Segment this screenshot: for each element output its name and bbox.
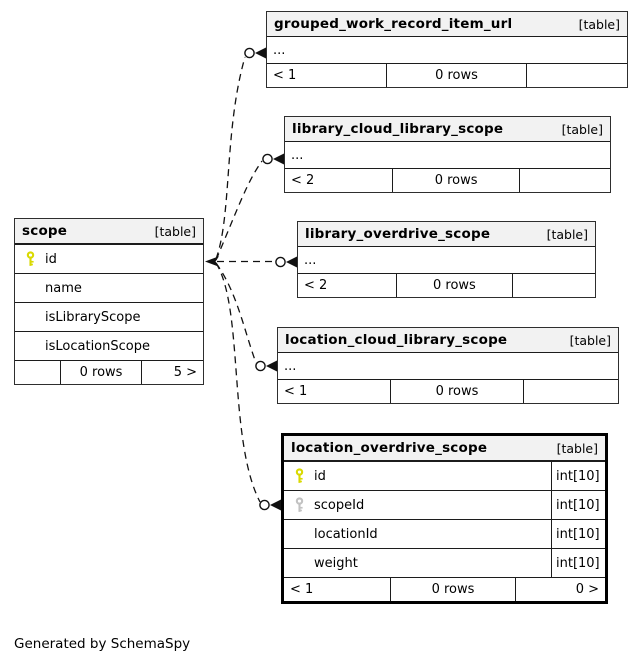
table-header: location_cloud_library_scope [table] bbox=[278, 328, 618, 353]
footer-children: 0 > bbox=[515, 578, 605, 601]
footer-parents: < 2 bbox=[291, 173, 315, 188]
table-footer: < 1 0 rows 0 > bbox=[284, 577, 605, 601]
table-badge: [table] bbox=[556, 440, 598, 456]
column-name: name bbox=[45, 280, 82, 296]
collapsed-columns-row: ... bbox=[304, 252, 317, 268]
footer-parents: < 2 bbox=[304, 278, 328, 293]
table-library_overdrive_scope[interactable]: library_overdrive_scope [table] ... < 2 … bbox=[297, 221, 596, 298]
collapsed-columns-row: ... bbox=[291, 147, 304, 163]
column-row: isLibraryScope bbox=[15, 302, 203, 331]
footer-rowcount: 0 rows bbox=[396, 274, 512, 297]
column-type: int[10] bbox=[551, 549, 605, 577]
footer-parents: < 1 bbox=[284, 384, 308, 399]
column-row: id bbox=[15, 244, 203, 273]
footer-rowcount: 0 rows bbox=[392, 169, 519, 192]
collapsed-columns-row: ... bbox=[273, 42, 286, 58]
footer-parents bbox=[15, 361, 60, 384]
relationship-scope-location_cloud_library_scope bbox=[215, 262, 257, 364]
column-name: scopeId bbox=[314, 497, 365, 513]
arrowhead-into-scope bbox=[205, 256, 219, 267]
table-name[interactable]: library_overdrive_scope bbox=[305, 226, 491, 242]
table-badge: [table] bbox=[154, 223, 196, 239]
relationship-scope-location_overdrive_scope bbox=[215, 262, 261, 503]
table-header: library_cloud_library_scope [table] bbox=[285, 117, 610, 142]
column-row: locationId int[10] bbox=[284, 519, 605, 548]
table-name[interactable]: location_overdrive_scope bbox=[291, 440, 488, 456]
table-location_cloud_library_scope[interactable]: location_cloud_library_scope [table] ...… bbox=[277, 327, 619, 404]
footer-rowcount: 0 rows bbox=[385, 64, 526, 87]
table-name[interactable]: scope bbox=[22, 223, 68, 239]
column-row: id int[10] bbox=[284, 461, 605, 490]
column-row: weight int[10] bbox=[284, 548, 605, 577]
column-name: isLocationScope bbox=[45, 338, 150, 354]
column-type: int[10] bbox=[551, 520, 605, 548]
primary-key-icon bbox=[284, 468, 314, 484]
table-header: scope [table] bbox=[15, 219, 203, 244]
footer-rowcount: 0 rows bbox=[60, 361, 141, 384]
table-footer: < 1 0 rows bbox=[267, 63, 627, 87]
footer-parents: < 1 bbox=[290, 582, 314, 597]
column-row: isLocationScope bbox=[15, 331, 203, 360]
table-badge: [table] bbox=[569, 332, 611, 348]
foreign-key-icon bbox=[284, 497, 314, 513]
table-footer: < 2 0 rows bbox=[298, 273, 595, 297]
column-name: id bbox=[314, 468, 326, 484]
child-end-markers bbox=[244, 47, 297, 511]
column-name: locationId bbox=[314, 526, 378, 542]
footer-children: 5 > bbox=[140, 361, 203, 384]
footer-rowcount: 0 rows bbox=[389, 578, 515, 601]
footer-children bbox=[511, 274, 595, 297]
column-name: id bbox=[45, 251, 57, 267]
table-grouped_work_record_item_url[interactable]: grouped_work_record_item_url [table] ...… bbox=[266, 11, 628, 88]
table-name[interactable]: location_cloud_library_scope bbox=[285, 332, 508, 348]
footer-children bbox=[522, 380, 618, 403]
table-footer: 0 rows 5 > bbox=[15, 360, 203, 384]
column-type: int[10] bbox=[551, 491, 605, 519]
column-name: isLibraryScope bbox=[45, 309, 141, 325]
column-name: weight bbox=[314, 555, 358, 571]
table-name[interactable]: library_cloud_library_scope bbox=[292, 121, 504, 137]
collapsed-columns-row: ... bbox=[284, 358, 297, 374]
footer-children bbox=[519, 169, 610, 192]
relationship-scope-library_cloud_library_scope bbox=[215, 160, 263, 261]
footer-rowcount: 0 rows bbox=[390, 380, 523, 403]
table-badge: [table] bbox=[546, 226, 588, 242]
table-badge: [table] bbox=[561, 121, 603, 137]
primary-key-icon bbox=[15, 251, 45, 267]
table-name[interactable]: grouped_work_record_item_url bbox=[274, 16, 513, 32]
table-header: location_overdrive_scope [table] bbox=[284, 436, 605, 461]
table-header: library_overdrive_scope [table] bbox=[298, 222, 595, 247]
column-row: name bbox=[15, 273, 203, 302]
table-footer: < 2 0 rows bbox=[285, 168, 610, 192]
relationship-scope-grouped_work_record_item_url bbox=[215, 56, 246, 260]
table-library_cloud_library_scope[interactable]: library_cloud_library_scope [table] ... … bbox=[284, 116, 611, 193]
table-badge: [table] bbox=[578, 16, 620, 32]
table-scope[interactable]: scope [table] id name isLibraryScope bbox=[14, 218, 204, 385]
generator-credit: Generated by SchemaSpy bbox=[14, 636, 191, 652]
table-header: grouped_work_record_item_url [table] bbox=[267, 12, 627, 37]
column-row: scopeId int[10] bbox=[284, 490, 605, 519]
column-type: int[10] bbox=[551, 462, 605, 490]
footer-children bbox=[526, 64, 627, 87]
table-footer: < 1 0 rows bbox=[278, 379, 618, 403]
footer-parents: < 1 bbox=[273, 68, 297, 83]
table-location_overdrive_scope[interactable]: location_overdrive_scope [table] id int[… bbox=[281, 433, 608, 604]
